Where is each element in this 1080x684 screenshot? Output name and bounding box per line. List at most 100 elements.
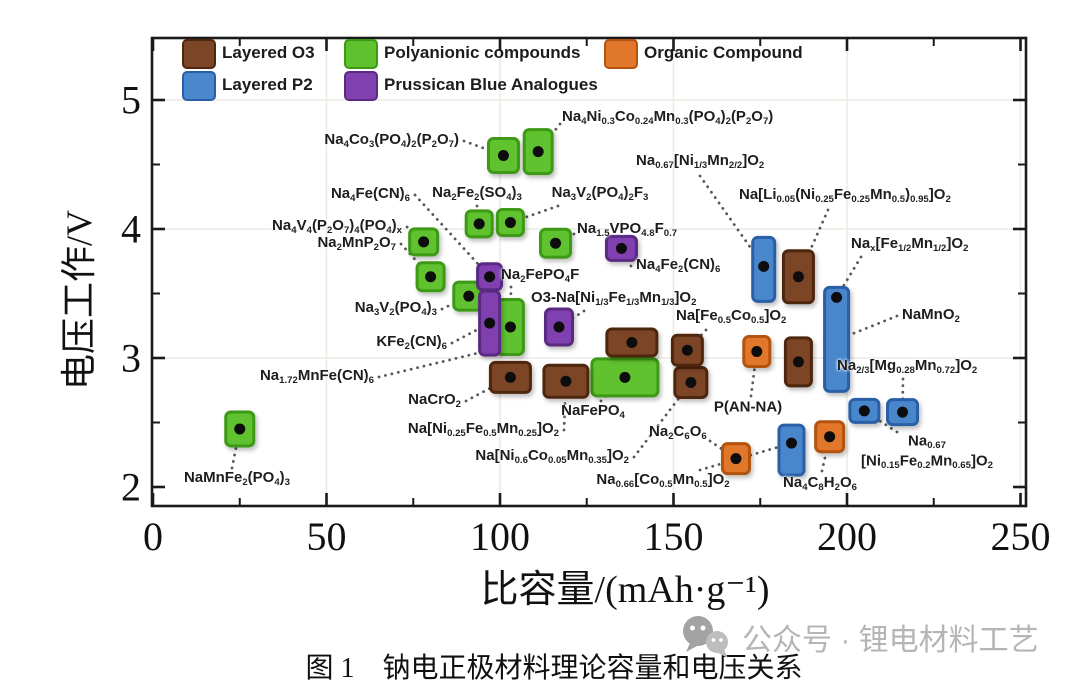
label-p26: Na2/3[Mg0.28Mn0.72]O2 bbox=[837, 357, 978, 376]
wechat-icon bbox=[683, 616, 728, 658]
data-point-dot-p15 bbox=[615, 242, 627, 254]
data-point-dot-p02 bbox=[532, 146, 544, 158]
y-axis-title: 电压工作/V bbox=[59, 209, 99, 391]
legend-swatch-prussian_blue bbox=[344, 71, 378, 101]
data-point-dot-p23 bbox=[792, 271, 804, 283]
label-p28: P(AN-NA) bbox=[713, 398, 783, 416]
watermark: 公众号 · 锂电材料工艺 bbox=[680, 614, 1039, 660]
label-p01: Na4Co3(PO4)2(P2O7) bbox=[324, 131, 459, 150]
label-p30: Na4C8H2O6 bbox=[783, 474, 857, 493]
watermark-text: 公众号 · 锂电材料工艺 bbox=[742, 624, 1039, 657]
marker-p31 bbox=[777, 423, 806, 477]
data-point-dot-p20 bbox=[681, 344, 693, 356]
leader-line-p14 bbox=[377, 348, 491, 379]
leader-line-p04 bbox=[509, 204, 560, 224]
legend-label-polyanionic: Polyanionic compounds bbox=[384, 43, 581, 62]
label-p06: Na4V4(P2O7)4(PO4)x bbox=[272, 217, 402, 236]
data-point-dot-p22 bbox=[758, 260, 770, 272]
leader-line-p13 bbox=[450, 321, 491, 345]
label-p17: NaCrO2 bbox=[408, 391, 461, 410]
legend-label-organic: Organic Compound bbox=[644, 43, 803, 62]
label-p03: Na2Fe2(SO4)3 bbox=[432, 184, 522, 203]
label-p05: Na1.5VPO4.8F0.7 bbox=[577, 220, 678, 239]
data-point-dot-p27 bbox=[858, 405, 870, 417]
data-point-dot-p31 bbox=[785, 437, 797, 449]
label-p24: Nax[Fe1/2Mn1/2]O2 bbox=[851, 235, 969, 254]
data-point-dot-p10 bbox=[619, 371, 631, 383]
label-p12: Na4Fe(CN)6 bbox=[330, 185, 410, 204]
label-p11: NaMnFe2(PO4)3 bbox=[183, 469, 291, 488]
x-tick-label: 100 bbox=[470, 514, 530, 559]
data-point-dot-p04 bbox=[504, 217, 516, 229]
data-point-dot-p08 bbox=[463, 290, 475, 302]
label-p29: Na2C6O6 bbox=[649, 423, 707, 442]
data-point-dot-p03 bbox=[473, 218, 485, 230]
label-p16: O3-Na[Ni1/3Fe1/3Mn1/3]O2 bbox=[531, 289, 697, 308]
x-tick-label: 250 bbox=[990, 514, 1051, 559]
y-tick-label: 4 bbox=[121, 206, 141, 252]
label-p22: Na0.67[Ni1/3Mn2/2]O2 bbox=[636, 152, 765, 171]
y-tick-label: 5 bbox=[121, 77, 141, 123]
data-point-dot-p21 bbox=[626, 337, 638, 349]
data-point-dot-p12 bbox=[484, 271, 496, 283]
label-p04: Na3V2(PO4)2F3 bbox=[551, 184, 649, 203]
data-point-dot-p30 bbox=[824, 431, 836, 443]
label-p14: Na1.72MnFe(CN)6 bbox=[259, 367, 374, 386]
label-p27: Na0.67 [Ni0.15Fe0.2Mn0.65]O2 bbox=[861, 432, 993, 471]
marker-p24 bbox=[823, 285, 851, 393]
label-p02: Na4Ni0.3Co0.24Mn0.3(PO4)2(P2O7) bbox=[562, 108, 774, 127]
label-p09: Na2FePO4F bbox=[501, 266, 580, 285]
leader-line-p28 bbox=[749, 350, 759, 398]
label-p13: KFe2(CN)6 bbox=[376, 333, 447, 352]
data-point-dot-p11 bbox=[234, 423, 246, 435]
leader-line-p12 bbox=[413, 193, 491, 279]
label-p10: NaFePO4 bbox=[561, 402, 625, 421]
leader-line-p01 bbox=[462, 139, 505, 157]
data-point-dot-p18 bbox=[560, 375, 572, 387]
data-point-dot-p28 bbox=[751, 346, 763, 358]
leader-line-p17 bbox=[464, 375, 512, 403]
legend-swatch-organic bbox=[604, 39, 638, 69]
data-point-dot-p07 bbox=[425, 271, 437, 283]
legend-swatch-layered_p2 bbox=[182, 71, 216, 101]
data-point-dot-p05 bbox=[550, 237, 562, 249]
figure-caption: 图 1 钠电正极材料理论容量和电压关系 bbox=[305, 653, 803, 684]
data-point-dot-p17 bbox=[504, 371, 516, 383]
legend-swatch-layered_o3 bbox=[182, 39, 216, 69]
label-p18: Na[Ni0.25Fe0.5Mn0.25]O2 bbox=[407, 420, 559, 439]
data-point-dot-p06 bbox=[418, 236, 430, 248]
y-tick-label: 3 bbox=[121, 335, 141, 381]
legend-label-layered_o3: Layered O3 bbox=[222, 43, 315, 62]
data-point-dot-p24 bbox=[831, 291, 843, 303]
leader-line-p30 bbox=[820, 435, 832, 473]
label-p07: Na2MnP2O7 bbox=[317, 234, 396, 253]
y-tick-label: 2 bbox=[121, 464, 141, 510]
data-point-dot-p32 bbox=[792, 356, 804, 368]
x-tick-label: 50 bbox=[306, 514, 347, 559]
label-p15: Na4Fe2(CN)6 bbox=[636, 256, 721, 275]
label-p08: Na3V2(PO4)3 bbox=[354, 299, 437, 318]
data-point-dot-p13 bbox=[484, 317, 496, 329]
x-tick-label: 200 bbox=[817, 514, 877, 559]
x-tick-label: 0 bbox=[143, 514, 163, 559]
leader-line-p07 bbox=[399, 242, 433, 279]
legend-swatch-polyanionic bbox=[344, 39, 378, 69]
data-point-dot-p16 bbox=[553, 321, 565, 333]
label-p25: NaMnO2 bbox=[902, 306, 960, 325]
data-point-dot-p01 bbox=[497, 149, 509, 161]
legend-label-prussian_blue: Prussican Blue Analogues bbox=[384, 75, 598, 94]
x-axis-title: 比容量/(mAh·g⁻¹) bbox=[480, 569, 770, 611]
leader-line-p02 bbox=[536, 122, 562, 154]
label-p31: Na0.66[Co0.5Mn0.5]O2 bbox=[596, 471, 730, 490]
data-point-dot-p29 bbox=[730, 453, 742, 465]
label-p20: Na[Fe0.5Co0.5]O2 bbox=[676, 307, 787, 326]
data-point-dot-p26 bbox=[897, 406, 909, 418]
x-tick-label: 150 bbox=[643, 514, 704, 559]
plot-border bbox=[150, 36, 1028, 508]
data-point-dot-p19 bbox=[685, 377, 697, 389]
label-p19: Na[Ni0.6Co0.05Mn0.35]O2 bbox=[475, 447, 629, 466]
label-p23: Na[Li0.05(Ni0.25Fe0.25Mn0.5)0.95]O2 bbox=[739, 186, 951, 205]
